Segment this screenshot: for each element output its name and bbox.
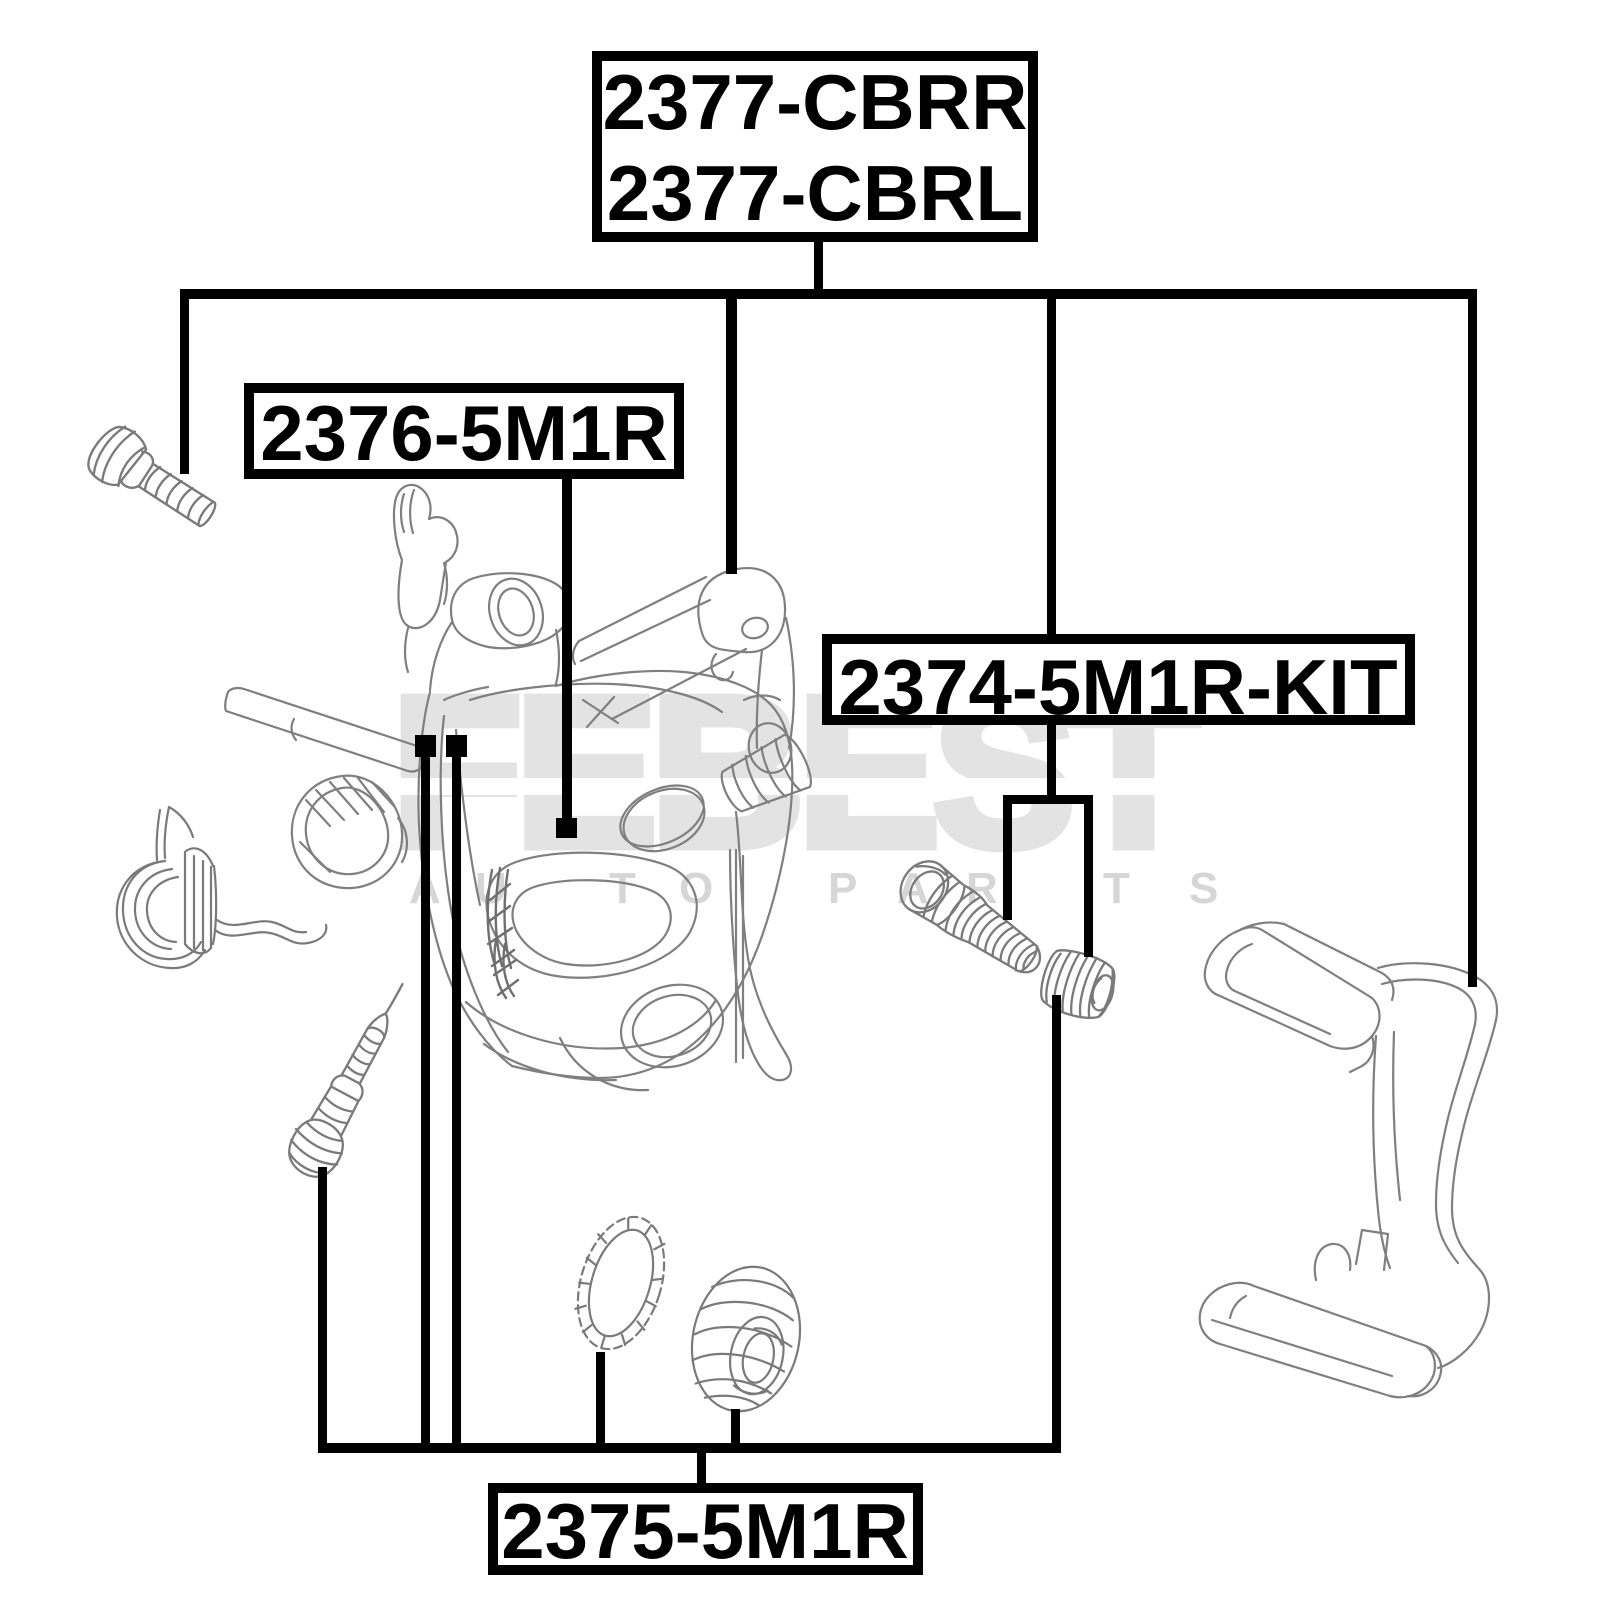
svg-text:2376-5M1R: 2376-5M1R	[260, 389, 668, 477]
svg-text:T: T	[609, 864, 636, 913]
svg-text:S: S	[1189, 864, 1218, 913]
svg-text:T: T	[1103, 864, 1130, 913]
svg-text:P: P	[828, 864, 857, 913]
svg-text:2377-CBRR: 2377-CBRR	[603, 58, 1028, 146]
svg-text:2374-5M1R-KIT: 2374-5M1R-KIT	[838, 643, 1397, 731]
svg-text:2375-5M1R: 2375-5M1R	[501, 1487, 909, 1575]
svg-text:2377-CBRL: 2377-CBRL	[607, 149, 1023, 237]
